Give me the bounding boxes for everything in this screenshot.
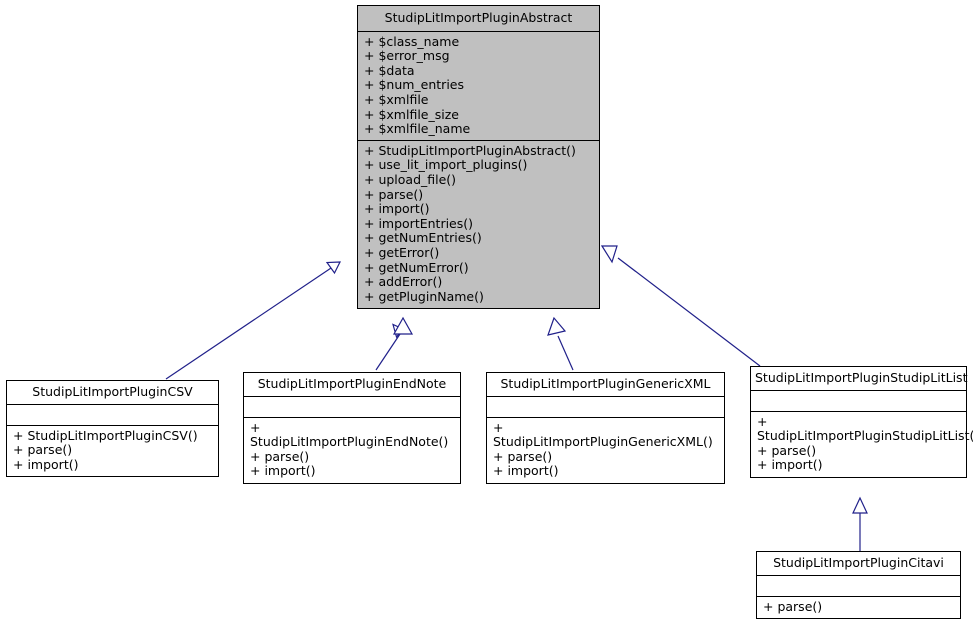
class-title-genericxml: StudipLitImportPluginGenericXML xyxy=(487,373,724,397)
method: + getError() xyxy=(364,244,440,260)
class-title-abstract: StudipLitImportPluginAbstract xyxy=(358,6,599,32)
class-methods-studiplitlist: + StudipLitImportPluginStudipLitList() +… xyxy=(751,412,973,477)
method: + parse() xyxy=(13,442,73,458)
method: + import() xyxy=(13,456,79,472)
method: + import() xyxy=(757,457,823,473)
method: + StudipLitImportPluginAbstract() xyxy=(364,142,576,158)
class-title-citavi: StudipLitImportPluginCitavi xyxy=(757,552,960,576)
class-box-studiplitimportpluginabstract[interactable]: StudipLitImportPluginAbstract + $class_n… xyxy=(357,5,600,310)
class-title-endnote: StudipLitImportPluginEndNote xyxy=(244,373,460,397)
attribute: + $class_name xyxy=(364,33,460,49)
attribute: + $error_msg xyxy=(364,48,450,64)
method: + import() xyxy=(364,201,430,217)
class-attributes-abstract: + $class_name + $error_msg + $data + $nu… xyxy=(358,32,599,141)
class-box-studiplitimportplugincitavi[interactable]: StudipLitImportPluginCitavi + parse() xyxy=(756,551,961,620)
edge-endnote-to-abstract xyxy=(375,316,414,371)
class-methods-endnote: + StudipLitImportPluginEndNote() + parse… xyxy=(244,418,460,483)
class-methods-genericxml: + StudipLitImportPluginGenericXML() + pa… xyxy=(487,418,724,483)
edge-citavi-to-studiplitlist xyxy=(852,496,868,551)
attribute: + $xmlfile_name xyxy=(364,121,471,137)
method: + StudipLitImportPluginCSV() xyxy=(13,427,198,443)
method: + import() xyxy=(493,463,559,479)
class-attributes-genericxml xyxy=(487,397,724,418)
class-box-studiplitimportpluginstudiplitlist[interactable]: StudipLitImportPluginStudipLitList + Stu… xyxy=(750,366,973,478)
method: + parse() xyxy=(757,442,817,458)
class-title-csv: StudipLitImportPluginCSV xyxy=(7,381,218,405)
method: + parse() xyxy=(493,448,553,464)
method: + parse() xyxy=(250,448,310,464)
method: + getNumError() xyxy=(364,259,469,275)
method: + addError() xyxy=(364,274,443,290)
class-box-studiplitimportplugingenericxml[interactable]: StudipLitImportPluginGenericXML + Studip… xyxy=(486,372,725,484)
attribute: + $xmlfile xyxy=(364,91,429,107)
class-methods-abstract: + StudipLitImportPluginAbstract() + use_… xyxy=(358,141,599,309)
method: + getNumEntries() xyxy=(364,230,482,246)
method: + StudipLitImportPluginGenericXML() xyxy=(493,419,713,450)
method: + StudipLitImportPluginStudipLitList() xyxy=(757,413,973,444)
class-box-studiplitimportplugincsv[interactable]: StudipLitImportPluginCSV + StudipLitImpo… xyxy=(6,380,219,478)
class-box-studiplitimportpluginendnote[interactable]: StudipLitImportPluginEndNote + StudipLit… xyxy=(243,372,461,484)
class-title-studiplitlist: StudipLitImportPluginStudipLitList xyxy=(751,367,967,391)
class-methods-csv: + StudipLitImportPluginCSV() + parse() +… xyxy=(7,426,218,477)
edge-genericxml-to-abstract xyxy=(547,316,574,371)
method: + StudipLitImportPluginEndNote() xyxy=(250,419,449,450)
method: + parse() xyxy=(763,598,823,614)
class-attributes-csv xyxy=(7,405,218,426)
attribute: + $xmlfile_size xyxy=(364,106,459,122)
edge-studiplitlist-to-abstract xyxy=(600,245,761,367)
method: + getPluginName() xyxy=(364,288,484,304)
method: + parse() xyxy=(364,186,424,202)
class-attributes-endnote xyxy=(244,397,460,418)
class-methods-citavi: + parse() xyxy=(757,597,960,619)
class-attributes-citavi xyxy=(757,576,960,597)
method: + upload_file() xyxy=(364,171,457,187)
method: + use_lit_import_plugins() xyxy=(364,157,528,173)
class-attributes-studiplitlist xyxy=(751,391,966,412)
method: + import() xyxy=(250,463,316,479)
attribute: + $num_entries xyxy=(364,77,464,93)
edge-csv-to-abstract xyxy=(165,261,341,380)
attribute: + $data xyxy=(364,62,415,78)
method: + importEntries() xyxy=(364,215,474,231)
